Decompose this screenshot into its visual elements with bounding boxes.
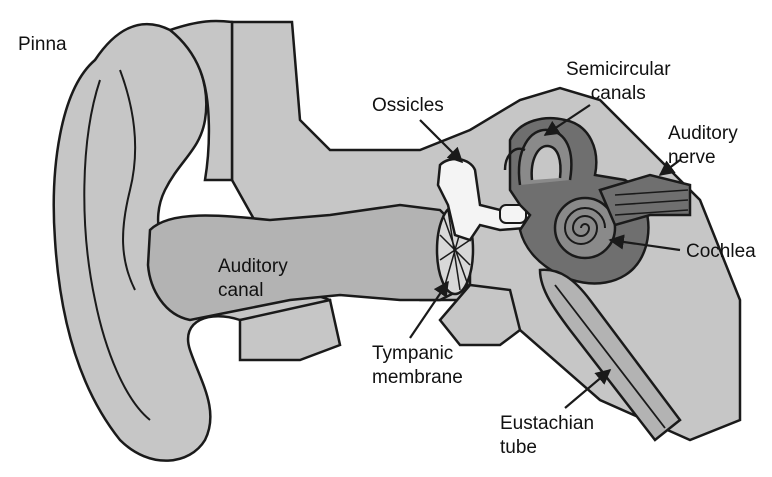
label-tympanic-membrane: Tympanic membrane: [372, 342, 463, 390]
label-cochlea-text: Cochlea: [686, 240, 756, 264]
label-cochlea: Cochlea: [686, 240, 756, 264]
label-nerve-line1: Auditory: [668, 122, 738, 146]
label-ossicles: Ossicles: [372, 94, 444, 118]
label-canal-line1: Auditory: [218, 255, 288, 279]
label-eustachian-tube: Eustachian tube: [500, 412, 594, 460]
label-canal-line2: canal: [218, 279, 288, 303]
label-semicircular-line1: Semicircular: [566, 58, 671, 82]
label-pinna-text: Pinna: [18, 33, 67, 57]
label-ossicles-text: Ossicles: [372, 94, 444, 118]
label-semicircular-line2: canals: [566, 82, 671, 106]
label-eustachian-line1: Eustachian: [500, 412, 594, 436]
label-auditory-canal: Auditory canal: [218, 255, 288, 303]
label-tympanic-line2: membrane: [372, 366, 463, 390]
label-semicircular-canals: Semicircular canals: [566, 58, 671, 106]
label-pinna: Pinna: [18, 33, 67, 57]
label-auditory-nerve: Auditory nerve: [668, 122, 738, 170]
label-tympanic-line1: Tympanic: [372, 342, 463, 366]
label-nerve-line2: nerve: [668, 146, 738, 170]
label-eustachian-line2: tube: [500, 436, 594, 460]
